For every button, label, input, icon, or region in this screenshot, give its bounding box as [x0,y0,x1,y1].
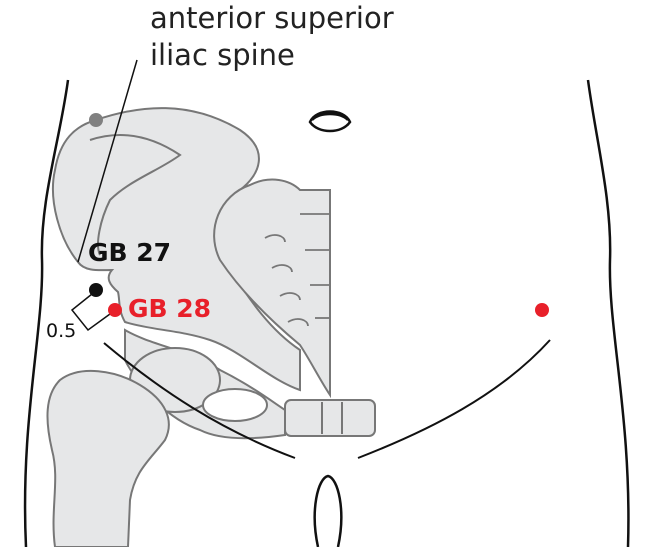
gb28-point-right[interactable] [535,303,549,317]
leader-line [77,59,138,263]
gb27-point[interactable] [89,283,103,297]
landmark-dot [89,113,103,127]
gb28-label: GB 28 [128,294,212,323]
landmark-label: anterior superior iliac spine [150,0,394,74]
sacrum-bone [213,178,331,399]
body-outline-left [23,79,70,547]
body-outline-right [586,79,630,547]
navel [308,110,352,133]
sacral-foramina [264,213,330,327]
obturator-foramen [202,388,268,422]
ilium-bone [51,107,301,392]
femur-bone [46,369,170,547]
gb28-point[interactable] [108,303,122,317]
pubic-symphysis [284,399,376,437]
landmark-label-line1: anterior superior [150,1,394,35]
distance-label: 0.5 [46,320,77,342]
inguinal-line-right [357,339,551,459]
iliac-fossa-line [89,134,182,256]
genital-outline [313,474,343,547]
inguinal-line-left [103,342,296,459]
landmark-label-line2: iliac spine [150,38,295,72]
distance-bracket [70,293,111,332]
gb27-label: GB 27 [88,238,172,267]
